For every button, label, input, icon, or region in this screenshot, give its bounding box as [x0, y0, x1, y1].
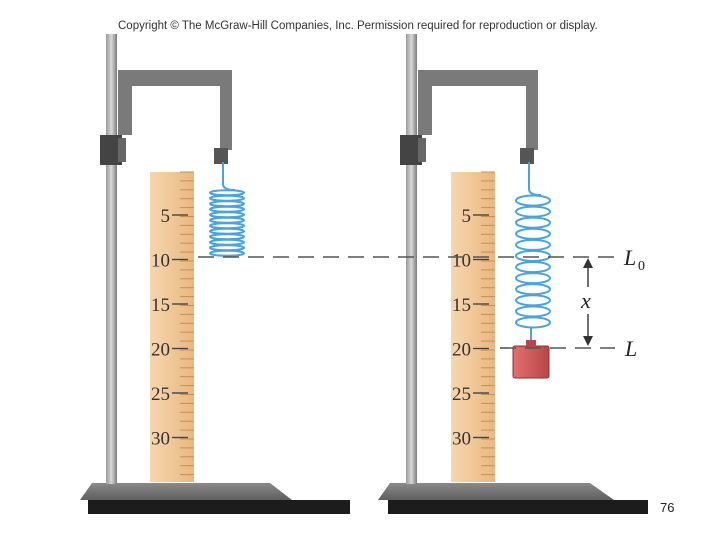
left-ruler-ticks: 5 10 15 20 25 30 — [151, 171, 194, 476]
right-stand: 5 10 15 20 25 30 — [378, 34, 648, 514]
ruler-tick-label: 20 — [452, 340, 471, 361]
page-number: 76 — [660, 500, 675, 515]
spring-coil — [209, 233, 245, 241]
spring-coil — [209, 249, 245, 257]
spring-coil — [209, 216, 245, 224]
spring-coil — [515, 205, 551, 218]
L-label: L — [624, 336, 637, 361]
spring-coil — [209, 244, 245, 252]
spring-coil — [515, 272, 551, 285]
L0-subscript: 0 — [638, 259, 645, 274]
right-hook — [520, 148, 534, 164]
spring-coil — [515, 261, 551, 274]
right-stand-base — [378, 483, 614, 500]
spring-coil — [515, 316, 551, 329]
spring-coil — [515, 238, 551, 251]
ruler-tick-label: 15 — [452, 295, 471, 316]
ruler-tick-label: 10 — [151, 251, 170, 272]
left-stand-base — [80, 483, 292, 500]
left-clamp — [100, 135, 122, 165]
left-stand: 5 10 15 20 25 30 — [80, 34, 350, 514]
spring-coil — [515, 283, 551, 296]
spring-coil — [209, 200, 245, 208]
hanging-mass — [512, 345, 550, 379]
right-arm — [418, 70, 538, 150]
right-stand-rod — [406, 34, 417, 484]
spring-coil — [209, 238, 245, 246]
ruler-tick-label: 10 — [452, 251, 471, 272]
spring-coil — [515, 249, 551, 262]
spring-coil — [209, 211, 245, 219]
spring-coil — [515, 294, 551, 307]
right-ruler-ticks: 5 10 15 20 25 30 — [452, 171, 495, 476]
ruler-tick-label: 25 — [151, 384, 170, 405]
x-extension-arrow — [583, 258, 593, 346]
spring-coil — [209, 222, 245, 230]
left-arm — [118, 70, 232, 150]
mass-hook — [526, 340, 536, 348]
right-clamp — [400, 135, 422, 165]
spring-coil — [515, 194, 551, 207]
right-stand-base-shadow — [388, 500, 648, 514]
right-spring — [515, 162, 551, 342]
left-stand-base-shadow — [88, 500, 350, 514]
ruler-tick-label: 5 — [161, 206, 171, 227]
spring-lead-wire — [528, 162, 542, 196]
ruler-tick-label: 30 — [452, 429, 471, 450]
spring-coil — [515, 305, 551, 318]
spring-lead-wire — [222, 162, 236, 191]
copyright-notice: Copyright © The McGraw-Hill Companies, I… — [118, 20, 598, 32]
spring-coil — [209, 189, 245, 197]
x-label: x — [580, 288, 591, 313]
L0-label: L — [623, 245, 636, 270]
ruler-tick-label: 20 — [151, 340, 170, 361]
spring-coil — [515, 216, 551, 229]
spring-coil — [209, 194, 245, 202]
spring-coil — [515, 227, 551, 240]
ruler-tick-label: 30 — [151, 429, 170, 450]
right-clamp-knob — [418, 138, 426, 162]
ruler-tick-label: 15 — [151, 295, 170, 316]
ruler-tick-label: 25 — [452, 384, 471, 405]
ruler-tick-label: 5 — [462, 206, 472, 227]
spring-coil — [209, 205, 245, 213]
left-hook — [214, 148, 228, 164]
spring-coil — [209, 227, 245, 235]
left-clamp-knob — [118, 138, 126, 162]
left-spring — [209, 162, 245, 257]
left-stand-rod — [106, 34, 117, 484]
